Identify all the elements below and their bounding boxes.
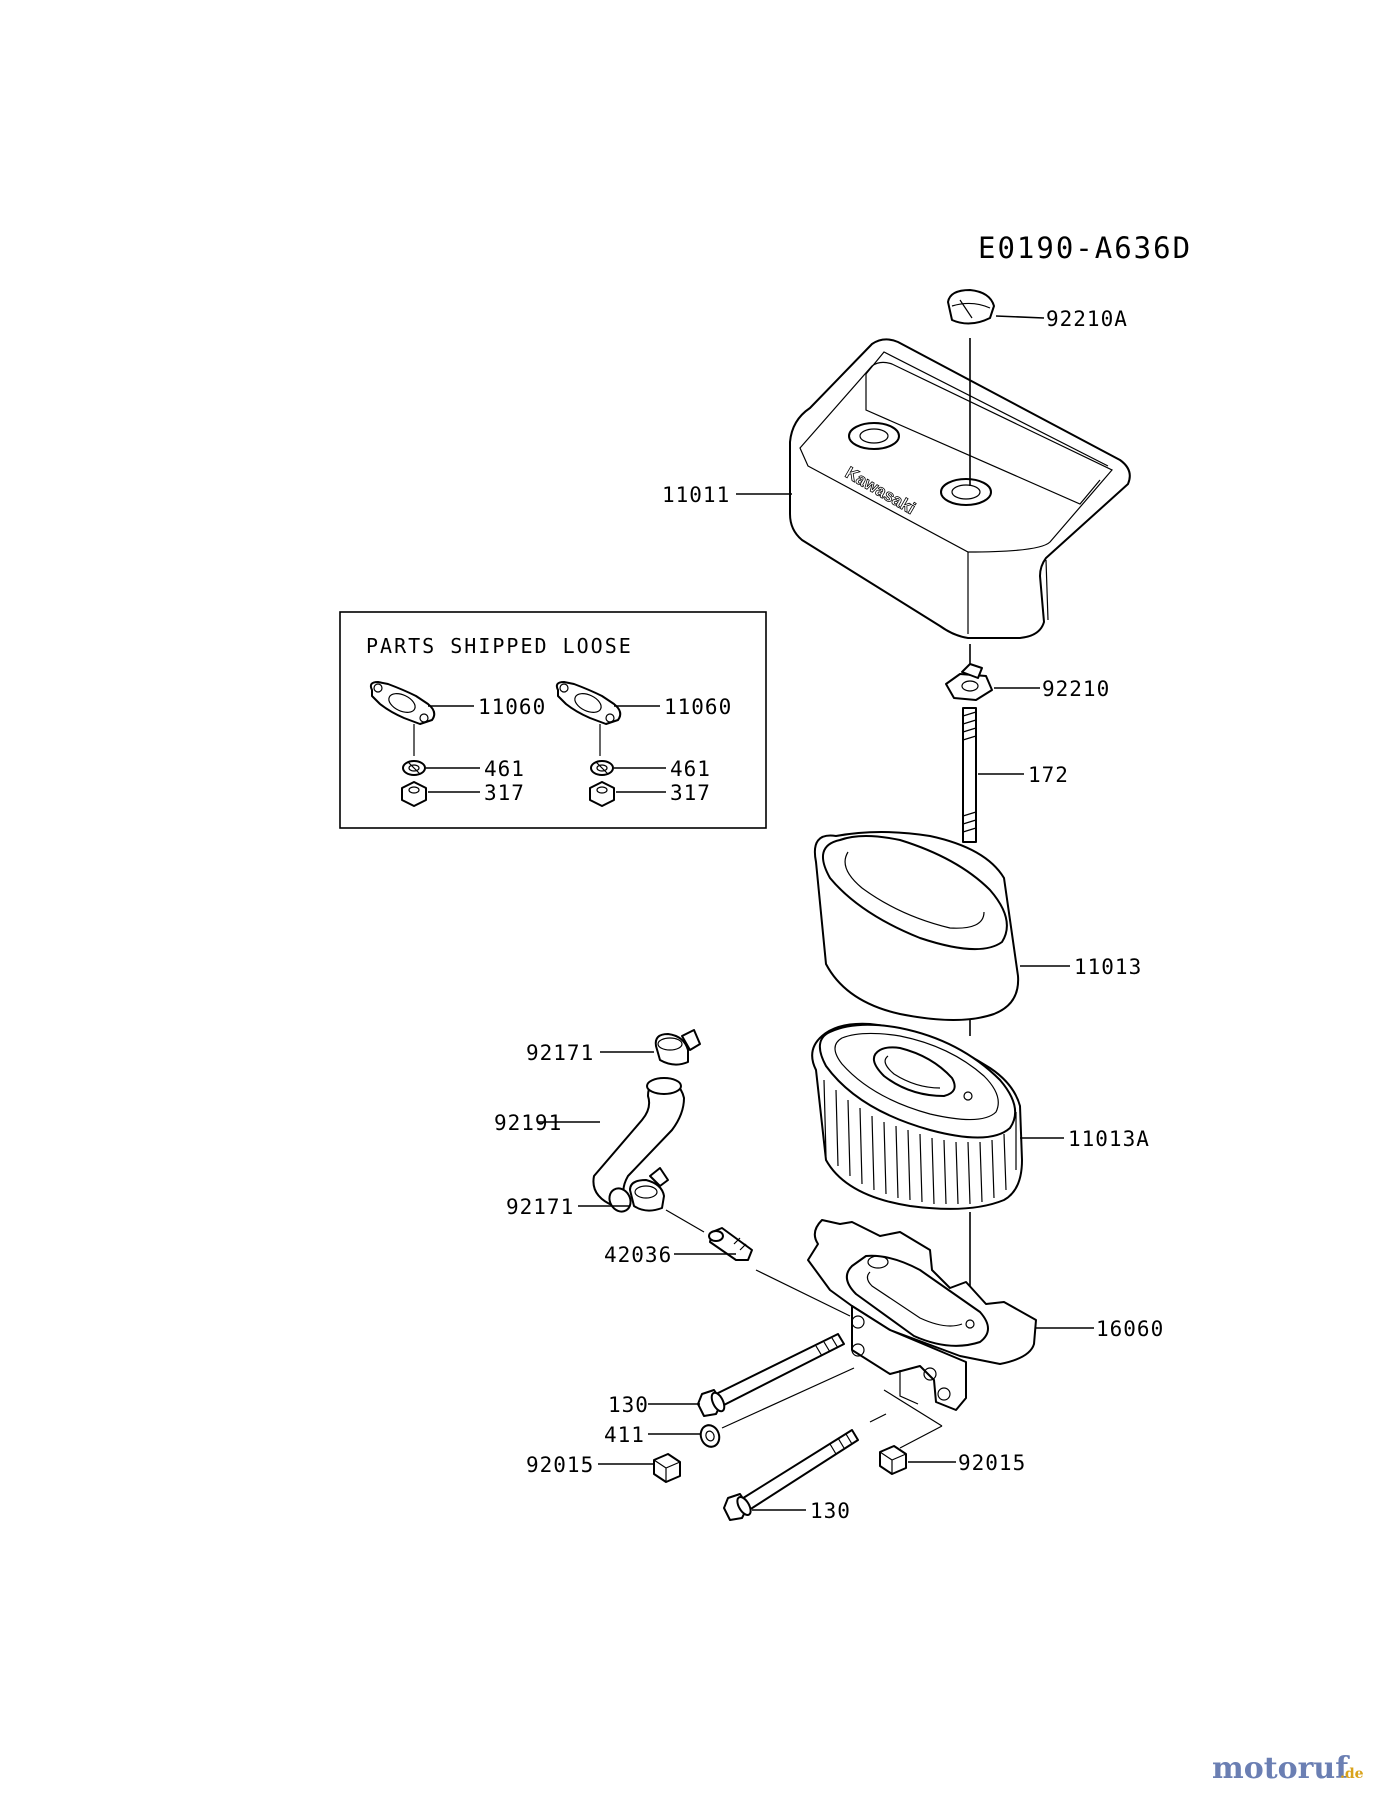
axis-line-washer	[721, 1367, 855, 1429]
label-317-b: 317	[670, 781, 711, 805]
nut-317-b	[589, 781, 615, 807]
cover-11011	[789, 338, 1131, 639]
leader-92210A	[995, 315, 1045, 319]
label-92171-bottom: 92171	[506, 1195, 574, 1219]
knob-92210A	[947, 289, 995, 325]
label-461-b: 461	[670, 757, 711, 781]
loose-box-title: PARTS SHIPPED LOOSE	[366, 634, 633, 658]
wingnut-92210	[945, 663, 993, 701]
hose-92191	[592, 1077, 685, 1213]
label-42036: 42036	[604, 1243, 672, 1267]
label-92210: 92210	[1042, 677, 1110, 701]
bolt-130-bottom	[723, 1429, 859, 1521]
bolt-130-left	[697, 1333, 845, 1417]
parts-shipped-loose-box: PARTS SHIPPED LOOSE 11060 461 317	[339, 611, 767, 829]
axis-line-stud-c	[869, 1413, 887, 1423]
clamp-92171-bottom	[629, 1167, 669, 1212]
filter-11013A	[811, 1022, 1023, 1210]
label-317-a: 317	[484, 781, 525, 805]
lockwasher-461-a	[402, 760, 426, 776]
lockwasher-461-b	[590, 760, 614, 776]
axis-line-stud-a	[883, 1389, 943, 1427]
label-130-left: 130	[608, 1393, 649, 1417]
gasket-11060-b	[555, 681, 622, 725]
label-130-bottom: 130	[810, 1499, 851, 1523]
label-92015-left: 92015	[526, 1453, 594, 1477]
clamp-92171-top	[654, 1029, 701, 1066]
axis-line-breather	[755, 1269, 851, 1317]
label-11013A: 11013A	[1068, 1127, 1150, 1151]
label-92191: 92191	[494, 1111, 562, 1135]
precleaner-11013	[814, 831, 1020, 1021]
label-411: 411	[604, 1423, 645, 1447]
nut-317-a	[401, 781, 427, 807]
label-11060-b: 11060	[664, 695, 732, 719]
label-92210A: 92210A	[1046, 307, 1128, 331]
watermark-main: motoruf	[1212, 1751, 1350, 1786]
watermark-logo: motoruf .de	[1212, 1751, 1364, 1786]
label-11060-a: 11060	[478, 695, 546, 719]
gasket-11060-a	[369, 681, 436, 725]
label-92171-top: 92171	[526, 1041, 594, 1065]
nut-92015-right	[879, 1445, 907, 1475]
diagram-code: E0190-A636D	[978, 231, 1192, 265]
nut-92015-left	[653, 1453, 681, 1483]
watermark-suffix: .de	[1340, 1766, 1364, 1782]
label-172: 172	[1028, 763, 1069, 787]
label-16060: 16060	[1096, 1317, 1164, 1341]
label-92015-right: 92015	[958, 1451, 1026, 1475]
label-461-a: 461	[484, 757, 525, 781]
base-16060	[807, 1219, 1037, 1411]
axis-line-stud-b	[899, 1425, 943, 1449]
axis-line-hose	[665, 1209, 705, 1233]
stud-172	[962, 707, 977, 843]
label-11011: 11011	[662, 483, 730, 507]
washer-411	[699, 1424, 721, 1448]
label-11013: 11013	[1074, 955, 1142, 979]
fitting-42036	[708, 1227, 753, 1261]
